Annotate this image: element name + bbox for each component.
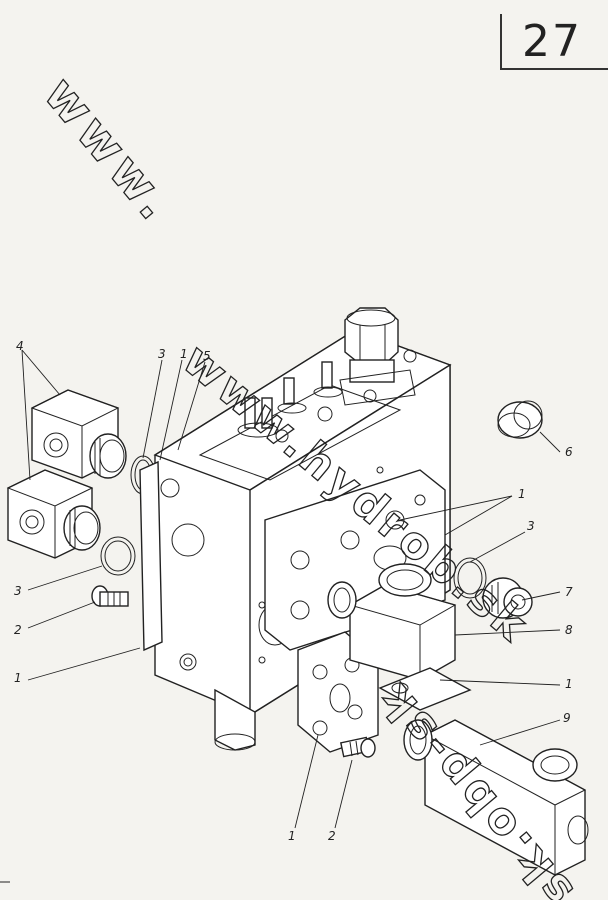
callout-3-left: 3 — [14, 584, 22, 598]
callout-1-right-lower: 1 — [565, 677, 573, 691]
callout-4: 4 — [16, 339, 24, 353]
screw-left — [91, 585, 129, 607]
callout-6: 6 — [565, 445, 573, 459]
callout-1-bottom: 1 — [288, 829, 296, 843]
plug-7 — [482, 577, 533, 619]
callout-3-top: 3 — [158, 347, 166, 361]
callout-1-top: 1 — [180, 347, 188, 361]
page-number-box: 27 — [500, 14, 608, 70]
callout-2-bottom: 2 — [328, 829, 336, 843]
block-4-upper — [30, 389, 127, 479]
plug-6 — [497, 400, 543, 439]
o-ring-left-lower — [100, 536, 136, 576]
screw-bottom — [339, 736, 376, 758]
top-hex-cap — [339, 307, 417, 406]
fitting-block-8 — [327, 563, 457, 681]
callout-5: 5 — [203, 349, 211, 363]
leader-lines — [21, 349, 561, 829]
callouts: 4 3 1 5 6 1 3 3 7 2 8 1 1 9 1 2 — [14, 339, 573, 843]
callout-7: 7 — [565, 585, 573, 599]
gasket-under-8 — [378, 667, 472, 711]
callout-1-right-upper: 1 — [518, 487, 526, 501]
solenoid-pins — [237, 361, 343, 443]
callout-3-right: 3 — [527, 519, 535, 533]
left-gasket-plate — [139, 460, 163, 652]
callout-2-left: 2 — [14, 623, 22, 637]
callout-8: 8 — [565, 623, 573, 637]
callout-9: 9 — [563, 711, 571, 725]
page-number: 27 — [522, 16, 582, 67]
watermark-line-1: www. — [33, 67, 187, 235]
callout-1-left: 1 — [14, 671, 22, 685]
fitting-9 — [403, 719, 589, 876]
o-ring-right — [453, 557, 487, 599]
block-4-lower — [6, 469, 101, 559]
